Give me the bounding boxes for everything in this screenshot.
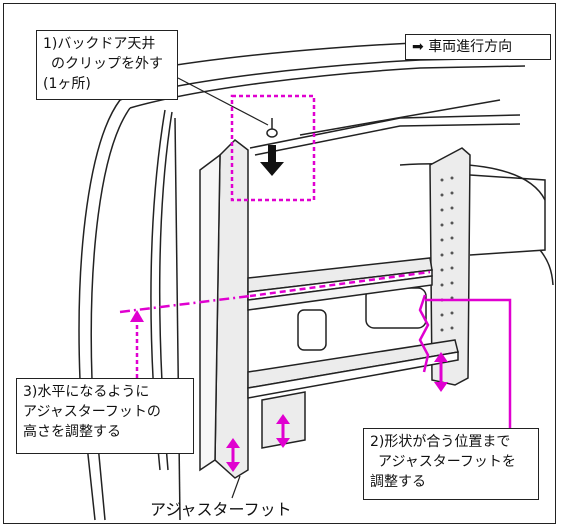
step3-line2: アジャスターフットの: [23, 404, 161, 420]
remove-clip-arrow: [260, 145, 284, 176]
step2-callout: 2)形状が合う位置まで アジャスターフットを 調整する: [363, 428, 539, 500]
magenta-guides: [119, 94, 512, 430]
left-foot-arrow-down: [226, 462, 240, 472]
travel-direction-text: ➡ 車両進行方向: [412, 39, 513, 55]
step2-line3: 調整する: [370, 474, 426, 490]
step1-callout: 1)バックドア天井 のクリップを外す (1ヶ所): [36, 30, 178, 100]
magenta-arrowheads: [130, 310, 448, 472]
step3-line1: 3)水平になるように: [23, 384, 150, 400]
right-side-panel: [429, 147, 471, 386]
step2-leader: [425, 298, 512, 430]
clip-highlight-box: [230, 94, 316, 202]
ceiling-clip: [266, 118, 278, 138]
center-foot-arrow-down: [276, 438, 290, 448]
leader-lines: [177, 77, 269, 499]
left-up-arrowhead: [130, 310, 144, 322]
arrow-right-icon: ➡: [412, 39, 424, 55]
left-side-panel: [199, 139, 249, 479]
right-foot-arrow-up: [434, 352, 448, 362]
level-line-continued: [249, 270, 431, 298]
horizontal-level-line: [119, 294, 251, 314]
perforation-dots: [440, 176, 454, 347]
step3-callout: 3)水平になるように アジャスターフットの 高さを調整する: [16, 378, 194, 454]
step1-line3: (1ヶ所): [43, 76, 91, 92]
right-foot-arrow-down: [434, 382, 448, 392]
step2-line1: 2)形状が合う位置まで: [370, 434, 511, 450]
right-shape-guide: [418, 294, 430, 373]
left-foot-arrow-up: [226, 438, 240, 448]
step2-line2: アジャスターフットを: [378, 454, 516, 470]
step1-line1: 1)バックドア天井: [43, 36, 156, 52]
adjuster-foot-label: アジャスターフット: [150, 500, 292, 519]
travel-direction-legend: ➡ 車両進行方向: [405, 34, 551, 60]
figure-frame: [3, 3, 556, 524]
step1-line2: のクリップを外す: [51, 56, 163, 72]
magenta-arrow-shafts: [231, 362, 443, 462]
center-foot-arrow-up: [276, 414, 290, 424]
step3-line3: 高さを調整する: [23, 424, 121, 440]
